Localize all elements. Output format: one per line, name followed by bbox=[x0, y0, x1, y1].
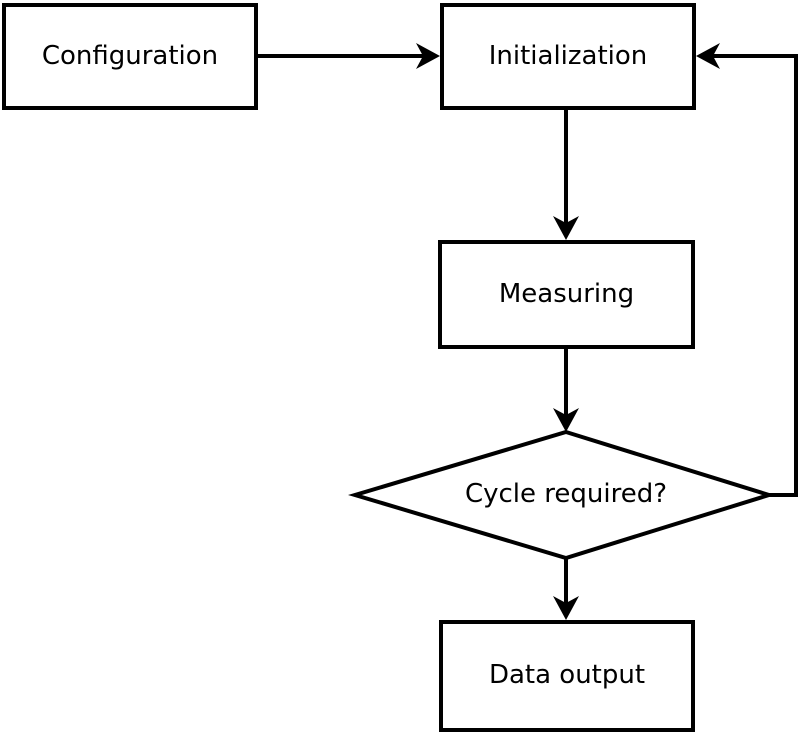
node-cycle-required-label: Cycle required? bbox=[464, 479, 668, 510]
node-data-output: Data output bbox=[439, 620, 695, 732]
node-initialization-label: Initialization bbox=[488, 40, 648, 71]
arrowhead-into-data-output-top-icon bbox=[553, 596, 579, 620]
node-measuring-label: Measuring bbox=[498, 278, 635, 309]
arrowhead-into-initialization-right-icon bbox=[696, 43, 720, 69]
node-configuration-label: Configuration bbox=[41, 40, 219, 71]
node-measuring: Measuring bbox=[438, 240, 695, 349]
edge-cycle-required-loop-to-initialization bbox=[713, 54, 798, 497]
arrowhead-into-initialization-left-icon bbox=[416, 43, 440, 69]
node-cycle-required-shape bbox=[348, 429, 776, 561]
node-configuration: Configuration bbox=[2, 3, 258, 110]
arrowhead-into-diamond-top-icon bbox=[553, 408, 579, 432]
node-cycle-required: Cycle required? bbox=[416, 478, 716, 512]
node-initialization: Initialization bbox=[440, 3, 696, 110]
arrowhead-into-measuring-top-icon bbox=[553, 216, 579, 240]
node-data-output-label: Data output bbox=[488, 660, 646, 691]
